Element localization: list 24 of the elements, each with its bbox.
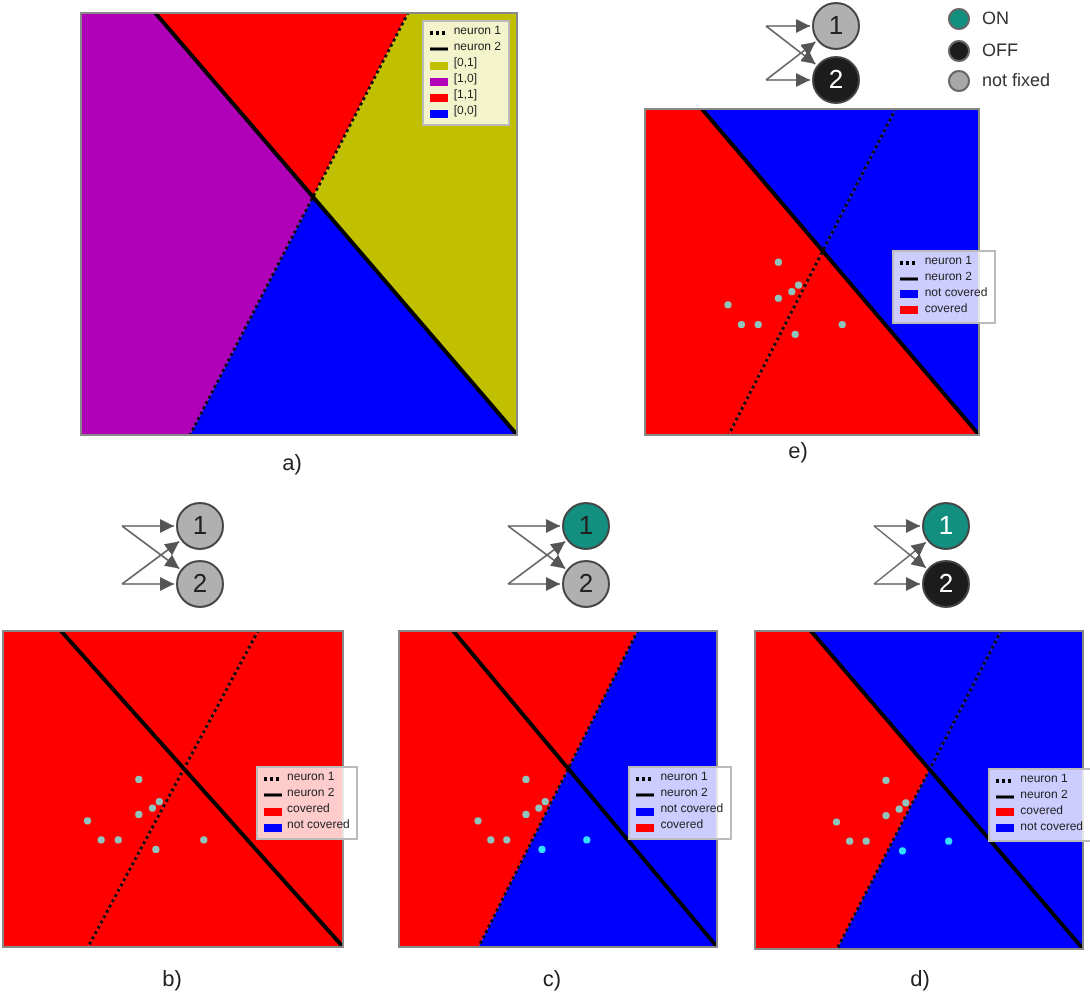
arrow (121, 519, 175, 533)
arrow (873, 519, 921, 533)
arrow (765, 25, 817, 65)
legend-label: OFF (982, 37, 1018, 63)
arrow (765, 73, 811, 87)
legend-label: not fixed (982, 68, 1051, 94)
arrow (507, 525, 566, 570)
panel-label: d) (910, 965, 930, 996)
legend-label: ON (982, 6, 1009, 32)
arrow (121, 577, 175, 591)
arrow (507, 519, 561, 533)
arrow (121, 540, 180, 585)
arrow (765, 19, 811, 33)
arrow (507, 577, 561, 591)
arrow (873, 525, 927, 569)
panel-label: a) (282, 449, 302, 480)
arrow (121, 525, 180, 570)
arrow (507, 540, 566, 585)
panel-label: e) (788, 437, 808, 468)
panel-label: b) (162, 965, 182, 996)
arrow (765, 41, 817, 81)
arrow (873, 541, 927, 585)
panel-label: c) (542, 965, 562, 996)
arrow (873, 577, 921, 591)
